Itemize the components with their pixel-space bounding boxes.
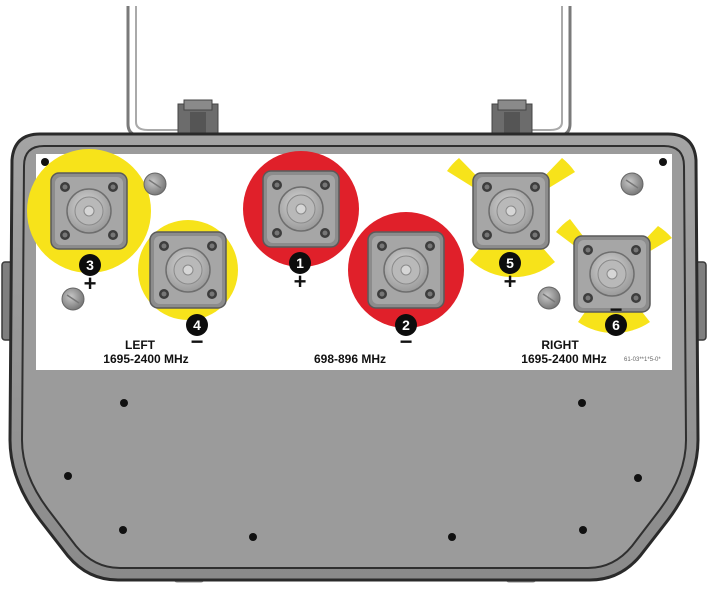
connector-port-3: [50, 172, 128, 250]
connector-port-1: [262, 170, 340, 248]
connector-port-4: [149, 231, 227, 309]
port-sign-4: −: [190, 329, 204, 354]
port-number-2: 2: [395, 314, 417, 336]
part-number-label: 61-03**1*5-0*: [624, 357, 661, 363]
port-sign-2: −: [399, 329, 413, 354]
port-number-5: 5: [499, 252, 521, 274]
left-label: LEFT: [125, 338, 155, 352]
port-sign-3: +: [83, 271, 97, 296]
center-band-label: 698-896 MHz: [313, 352, 387, 366]
right-label: RIGHT: [541, 338, 579, 352]
port-sign-6: −: [609, 297, 623, 322]
port-sign-5: +: [503, 269, 517, 294]
port-number-1: 1: [289, 252, 311, 274]
port-number-6: 6: [605, 314, 627, 336]
connector-port-2: [367, 231, 445, 309]
port-sign-1: +: [293, 269, 307, 294]
connector-port-6: [573, 235, 651, 313]
port-number-3: 3: [79, 254, 101, 276]
plate-screws: [61, 172, 644, 311]
top-connector-left: [177, 99, 219, 141]
housing-fastener-dots: [64, 399, 642, 541]
rf-connectors: [50, 170, 651, 313]
connector-port-5: [472, 172, 550, 250]
port-number-4: 4: [186, 314, 208, 336]
left-band-label: 1695-2400 MHz: [103, 352, 189, 366]
right-band-label: 1695-2400 MHz: [521, 352, 607, 366]
